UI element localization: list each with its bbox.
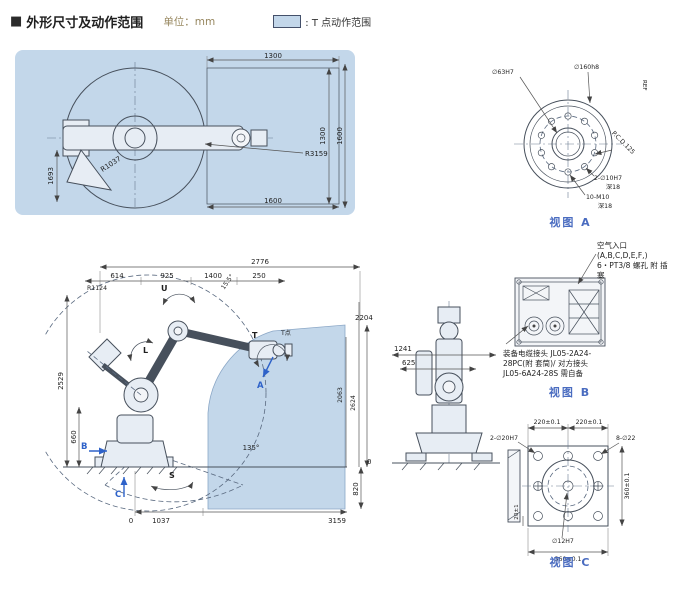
axis-s-label: S [169, 471, 175, 480]
side-view-dimensions: 2776 614 925 1400 250 R1124 15.5° 2529 6… [57, 258, 373, 525]
axis-c-label: C [115, 490, 121, 500]
dim-inner1: 2063 [337, 387, 344, 403]
air-inlet-note: 空气入口 (A,B,C,D,E,F,) 6・PT3/8 螺孔 附 插塞 [597, 241, 675, 282]
dim-top-left: 220±0.1 [534, 419, 561, 426]
motion-range-swatch [273, 15, 302, 28]
radius-outer-label: R3159 [305, 150, 328, 158]
view-b-panel [470, 238, 670, 380]
connector-panel [514, 277, 606, 347]
dim-front-inner: 625 [402, 359, 415, 367]
view-c-drawing: 220±0.1 220±0.1 2-∅20H7 8-∅22 360±0.1 20… [490, 419, 635, 563]
top-view-drawing: 1300 1300 1600 1600 1693 R1037 R3159 [47, 52, 348, 210]
robot-front-silhouette [405, 301, 493, 463]
air-inlet-note-line1: 空气入口 (A,B,C,D,E,F,) [597, 241, 648, 261]
cable-connector-note: 装备电缆接头 JL05-2A24-28PC(附 套筒)/ 对方接头 JL05-6… [503, 349, 601, 379]
cable-note-line1: 装备电缆接头 JL05-2A24-28PC(附 套筒)/ [503, 349, 592, 369]
base-plate [507, 440, 614, 532]
view-b-caption: 视图 B [548, 386, 592, 399]
side-view-drawing: U L T T点 A B C S 2776 [29, 258, 373, 525]
view-c-dimensions: 220±0.1 220±0.1 2-∅20H7 8-∅22 360±0.1 20… [490, 419, 635, 563]
dim-bottom: 360±0.1 [555, 556, 582, 562]
dim-seg1: 614 [110, 272, 124, 280]
view-a-caption: 视图 A [549, 216, 592, 229]
dim-seg4: 250 [252, 272, 265, 280]
dim-right-outer: 1600 [336, 127, 344, 145]
axis-a-label: A [257, 381, 264, 391]
dim-r-shoulder: R1124 [87, 285, 107, 292]
dim-below-floor: 820 [352, 482, 360, 495]
dim-base-height: 660 [70, 430, 78, 443]
unit-label: 单位：mm [163, 16, 216, 28]
axis-b-label: B [81, 442, 87, 452]
label-pcd: P.C.D.125 [610, 130, 636, 156]
label-dowel-holes: 2-∅20H7 [490, 435, 518, 442]
view-c-caption: 视图 C [549, 556, 592, 569]
view-b-leaders [505, 253, 597, 345]
dim-top: 1300 [264, 52, 282, 60]
view-a-drawing: ∅63H7 ∅160h8 P.C.D.125 2-∅10H7 深18 10-M1… [492, 64, 647, 210]
label-bolt-holes: 8-∅22 [616, 435, 635, 442]
dim-side: 360±0.1 [624, 473, 631, 500]
dim-floor2: 3159 [328, 517, 346, 525]
view-a-panel: ∅63H7 ∅160h8 P.C.D.125 2-∅10H7 深18 10-M1… [488, 58, 653, 210]
axis-l-label: L [143, 346, 148, 355]
view-c-panel: 220±0.1 220±0.1 2-∅20H7 8-∅22 360±0.1 20… [488, 412, 653, 563]
dim-bottom: 1600 [264, 197, 282, 205]
front-view-drawing: 1241 625 [392, 301, 500, 471]
top-view-panel: 1300 1300 1600 1600 1693 R1037 R3159 [15, 50, 355, 215]
dim-floor1: 1037 [152, 517, 170, 525]
air-inlet-note-line2: 6・PT3/8 螺孔 附 插塞 [597, 261, 668, 281]
axis-annotations: U L T T点 A B C S [81, 284, 291, 500]
dim-angle-swing: 135° [243, 444, 260, 452]
label-flange: ∅160h8 [574, 64, 599, 71]
radius-inner-label: R1037 [99, 155, 122, 174]
side-view-panel: U L T T点 A B C S 2776 [29, 245, 385, 540]
cable-note-line2: 对方接头 JL05-6A24-28S 需自备 [503, 359, 588, 379]
view-a-labels: ∅63H7 ∅160h8 P.C.D.125 2-∅10H7 深18 10-M1… [492, 64, 647, 210]
section-marker: ■ [10, 14, 23, 29]
label-depth2: 深18 [598, 202, 612, 210]
dim-right-height: 2204 [355, 314, 373, 322]
t-point-label: T点 [280, 329, 291, 337]
label-depth1: 深18 [606, 183, 620, 191]
dim-seg2: 925 [160, 272, 173, 280]
t-point-motion-range [207, 324, 346, 510]
label-bore: ∅63H7 [492, 69, 514, 76]
page-title: 外形尺寸及动作范围 [26, 16, 144, 31]
floor-line-front [392, 462, 500, 471]
dim-overall: 2776 [251, 258, 269, 266]
dim-seg3: 1400 [204, 272, 222, 280]
dim-small: 20±1 [514, 504, 520, 520]
label-holes1: 2-∅10H7 [594, 175, 622, 182]
front-view-dimensions: 1241 625 [392, 345, 496, 372]
axis-t-label: T [252, 331, 258, 340]
dim-left: 1693 [47, 167, 55, 185]
label-center-bore: ∅12H7 [552, 538, 574, 545]
dim-top-right: 220±0.1 [576, 419, 603, 426]
view-b-drawing [505, 253, 606, 347]
dim-height: 2529 [57, 372, 65, 390]
axis-u-label: U [161, 284, 168, 293]
robot-side-silhouette [86, 320, 293, 468]
flange-face [514, 90, 622, 198]
dim-front-width: 1241 [394, 345, 412, 353]
dim-inner2: 2624 [350, 395, 357, 411]
dim-right-inner: 1300 [319, 127, 327, 145]
label-ref: REF [641, 80, 647, 91]
legend-label: : T 点动作范围 [305, 18, 372, 29]
page-header: ■ 外形尺寸及动作范围 单位：mm : T 点动作范围 [10, 12, 371, 31]
label-holes2: 10-M10 [586, 194, 609, 201]
robot-top-silhouette [62, 115, 268, 191]
dim-base-zero: 0 [129, 517, 133, 525]
level-zero-label: 0 [367, 458, 371, 466]
front-view-panel: 1241 625 [388, 295, 503, 500]
